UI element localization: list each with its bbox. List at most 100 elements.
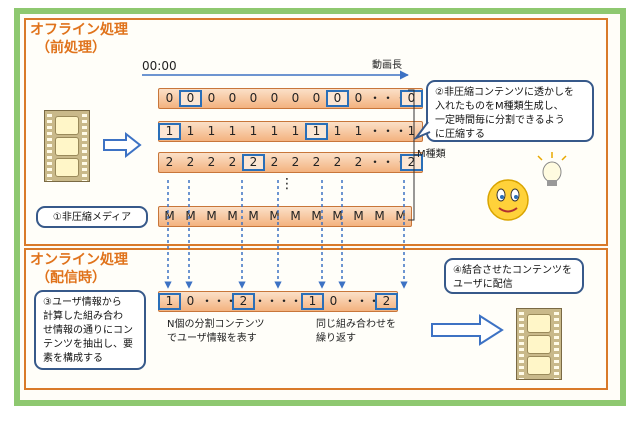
matrix-cell: 1 xyxy=(207,124,216,138)
matrix-cell: M xyxy=(395,209,406,223)
media-to-matrix-arrow-icon xyxy=(103,131,142,159)
matrix-cell: 0 xyxy=(326,90,349,107)
matrix-cell: 1 xyxy=(158,123,181,140)
matrix-cell: 0 xyxy=(354,91,363,105)
matrix-cell: 0 xyxy=(179,90,202,107)
output-ellipsis: ・・・ xyxy=(344,294,381,308)
repeat-caption-line2: 繰り返す xyxy=(316,333,356,344)
matrix-cell: 2 xyxy=(291,155,300,169)
matrix-cell: 0 xyxy=(400,90,423,107)
matrix-cell: M xyxy=(374,209,385,223)
output-ellipsis: ・・・・ xyxy=(254,294,303,308)
matrix-cell: M xyxy=(311,209,322,223)
output-cell: 2 xyxy=(232,293,255,310)
callout-uncompressed-media: ①非圧縮メディア xyxy=(36,206,148,228)
matrix-cell: 2 xyxy=(242,154,265,171)
selection-dashed-arrows xyxy=(164,180,408,289)
output-cell: 2 xyxy=(375,293,398,310)
uncompressed-media-film-icon xyxy=(44,110,90,182)
smiley-face-icon xyxy=(487,179,529,221)
output-cell: 1 xyxy=(158,293,181,310)
matrix-cell: 2 xyxy=(165,155,174,169)
lightbulb-icon xyxy=(537,152,567,186)
deliver-arrow-icon xyxy=(431,314,504,346)
matrix-cell: 2 xyxy=(333,155,342,169)
matrix-cell: M xyxy=(290,209,301,223)
matrix-cell: 0 xyxy=(228,91,237,105)
matrix-cell: M xyxy=(353,209,364,223)
matrix-cell: M xyxy=(332,209,343,223)
matrix-cell: 1 xyxy=(228,124,237,138)
repeat-caption-line1: 同じ組み合わせを xyxy=(316,319,396,330)
matrix-cell: 1 xyxy=(249,124,258,138)
m-kinds-bracket xyxy=(408,89,418,221)
matrix-cell: 0 xyxy=(270,91,279,105)
callout-3-line2: 計算した組み合わ xyxy=(43,311,123,322)
matrix-cell: M xyxy=(164,209,175,223)
offline-subtitle: （前処理） xyxy=(36,40,106,56)
output-ellipsis: ・・・ xyxy=(201,294,238,308)
timeline-start: 00:00 xyxy=(142,59,177,73)
online-subtitle: （配信時） xyxy=(36,270,106,286)
matrix-cell: 2 xyxy=(312,155,321,169)
callout-watermark-generation: ②非圧縮コンテンツに透かしを 入れたものをM種類生成し、 一定時間毎に分割できる… xyxy=(426,80,594,142)
matrix-cell: M xyxy=(206,209,217,223)
callout-4-line1: ④結合させたコンテンツを xyxy=(453,265,572,276)
matrix-cell: M xyxy=(227,209,238,223)
right-green-bar xyxy=(620,8,626,406)
matrix-cell: 1 xyxy=(354,124,363,138)
callout-3-line5: 素を構成する xyxy=(43,353,103,364)
output-cell: 0 xyxy=(186,294,195,308)
n-split-caption-line1: N個の分割コンテンツ xyxy=(167,319,265,330)
callout-deliver: ④結合させたコンテンツを ユーザに配信 xyxy=(444,258,584,294)
matrix-cell: 0 xyxy=(207,91,216,105)
matrix-cell: M xyxy=(269,209,280,223)
callout-2-tail xyxy=(412,121,431,141)
matrix-ellipsis: ・・・ xyxy=(369,91,409,105)
output-cell: 1 xyxy=(301,293,324,310)
matrix-cell: 2 xyxy=(207,155,216,169)
matrix-cell: 2 xyxy=(400,154,423,171)
matrix-cell: 1 xyxy=(305,123,328,140)
matrix-cell: 1 xyxy=(270,124,279,138)
matrix-cell: 1 xyxy=(333,124,342,138)
matrix-cell: 0 xyxy=(291,91,300,105)
m-kinds-label: M種類 xyxy=(417,149,446,160)
left-green-bar xyxy=(14,8,20,406)
matrix-cell: 1 xyxy=(291,124,300,138)
callout-2-line4: に圧縮する xyxy=(435,129,485,140)
callout-user-info: ③ユーザ情報から 計算した組み合わ せ情報の通りにコン テンツを抽出し、要 素を… xyxy=(34,290,146,370)
timeline-end: 動画長 xyxy=(372,60,402,71)
top-green-bar xyxy=(14,8,626,14)
callout-2-line2: 入れたものをM種類生成し、 xyxy=(435,101,564,112)
bottom-green-bar xyxy=(14,400,626,406)
matrix-ellipsis: ・・・ xyxy=(369,124,409,138)
callout-2-line3: 一定時間毎に分割できるよう xyxy=(435,115,565,126)
matrix-cell: 0 xyxy=(312,91,321,105)
callout-3-line3: せ情報の通りにコン xyxy=(43,325,133,336)
callout-2-line1: ②非圧縮コンテンツに透かしを xyxy=(435,87,574,98)
matrix-cell: M xyxy=(248,209,259,223)
matrix-cell: 1 xyxy=(407,124,416,138)
output-cell: 0 xyxy=(329,294,338,308)
online-title: オンライン処理 xyxy=(30,252,128,268)
matrix-ellipsis: ・・・ xyxy=(369,155,409,169)
matrix-cell: 2 xyxy=(354,155,363,169)
callout-4-line2: ユーザに配信 xyxy=(453,279,513,290)
callout-3-line1: ③ユーザ情報から xyxy=(43,297,122,308)
matrix-cell: 2 xyxy=(270,155,279,169)
matrix-cell: 0 xyxy=(165,91,174,105)
callout-3-line4: テンツを抽出し、要 xyxy=(43,339,133,350)
offline-title: オフライン処理 xyxy=(30,22,128,38)
matrix-cell: 2 xyxy=(186,155,195,169)
delivered-content-film-icon xyxy=(516,308,562,380)
matrix-cell: M xyxy=(185,209,196,223)
matrix-cell: 1 xyxy=(186,124,195,138)
n-split-caption-line2: でユーザ情報を表す xyxy=(167,333,257,344)
